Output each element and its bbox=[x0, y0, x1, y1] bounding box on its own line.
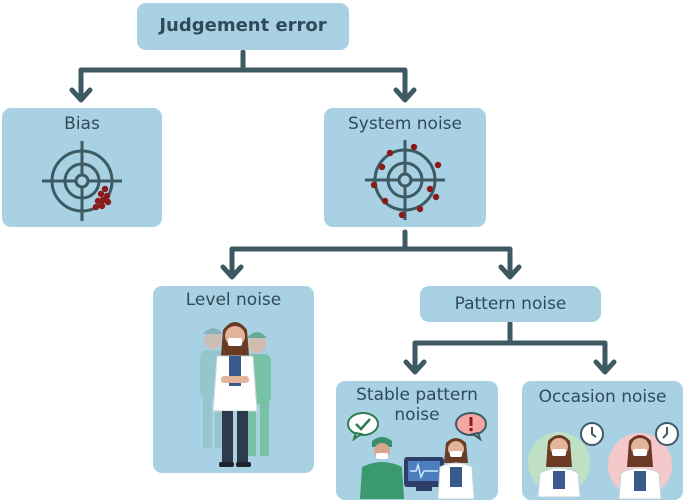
check-icon bbox=[347, 412, 379, 441]
node-title-line-2: noise bbox=[394, 405, 440, 425]
node-judgement-error: Judgement error bbox=[137, 3, 349, 50]
exclamation-icon bbox=[455, 412, 487, 441]
clock-icon bbox=[580, 422, 604, 446]
node-title-line-1: Stable pattern bbox=[356, 385, 478, 405]
doctor-green-illustration bbox=[528, 432, 590, 497]
node-title: Occasion noise bbox=[538, 387, 667, 407]
node-level-noise: Level noise bbox=[153, 286, 314, 473]
doctors-at-monitor-illustration bbox=[360, 437, 475, 499]
node-title: Level noise bbox=[185, 290, 282, 310]
node-title: Pattern noise bbox=[454, 294, 567, 314]
node-title: Bias bbox=[64, 114, 100, 134]
doctor-pink-illustration bbox=[608, 433, 672, 499]
node-system-noise: System noise bbox=[324, 108, 486, 227]
target-icon bbox=[42, 141, 122, 221]
node-occasion-noise: Occasion noise bbox=[522, 381, 683, 500]
clock-icon bbox=[655, 422, 679, 446]
node-pattern-noise: Pattern noise bbox=[420, 286, 601, 322]
node-title: Judgement error bbox=[159, 15, 327, 36]
node-title: System noise bbox=[347, 114, 462, 134]
doctors-group-illustration bbox=[200, 322, 271, 467]
target-icon bbox=[365, 140, 445, 220]
node-bias: Bias bbox=[2, 108, 162, 227]
node-stable-pattern-noise: Stable pattern noise bbox=[336, 381, 498, 500]
